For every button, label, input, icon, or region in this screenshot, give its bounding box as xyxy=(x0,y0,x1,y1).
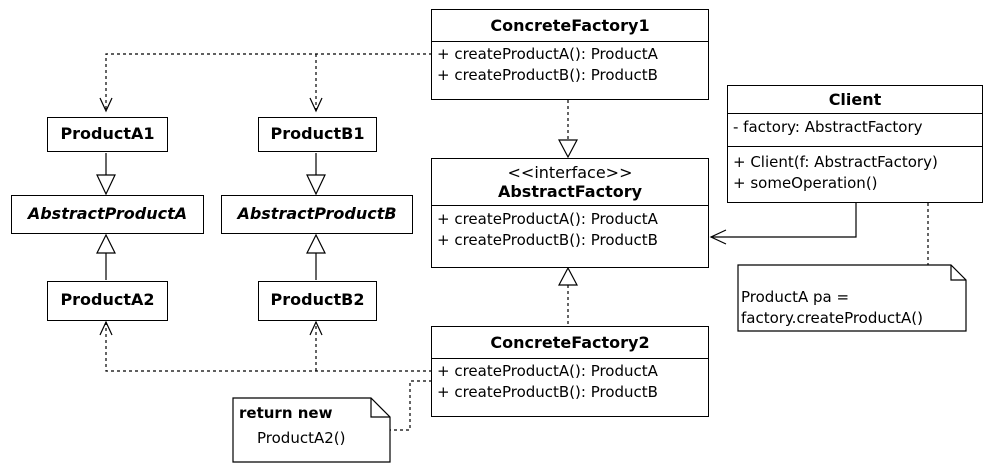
realization-cf1-head xyxy=(558,139,578,159)
client-operations: + Client(f: AbstractFactory) + someOpera… xyxy=(728,146,982,202)
generalization-b2-head xyxy=(306,233,326,254)
abstract-factory-op-2: + createProductB(): ProductB xyxy=(437,231,658,249)
product-a2-class: ProductA2 xyxy=(47,281,168,321)
generalization-a2-head xyxy=(96,233,116,254)
abstract-factory-interface: <<interface>> AbstractFactory + createPr… xyxy=(431,158,709,268)
product-b1-class: ProductB1 xyxy=(258,117,377,152)
concrete-factory1-class: ConcreteFactory1 + createProductA(): Pro… xyxy=(431,9,709,100)
association-arrowhead xyxy=(709,229,727,245)
factory2-note: return new ProductA2() xyxy=(239,403,345,449)
concrete-factory1-op-2: + createProductB(): ProductB xyxy=(437,66,658,84)
product-a1-class: ProductA1 xyxy=(47,117,168,152)
concrete-factory2-operations: + createProductA(): ProductA + createPro… xyxy=(432,358,708,416)
generalization-b1-head xyxy=(306,174,326,196)
concrete-factory1-op-1: + createProductA(): ProductA xyxy=(437,45,658,63)
abstract-factory-name: AbstractFactory xyxy=(497,182,643,201)
dependency-cf1-to-producta1 xyxy=(105,53,432,111)
concrete-factory2-op-2: + createProductB(): ProductB xyxy=(437,383,658,401)
dependency-arrowhead-productb2 xyxy=(309,320,323,336)
dependency-arrowhead-producta1 xyxy=(99,97,113,113)
concrete-factory1-name: ConcreteFactory1 xyxy=(490,16,650,35)
client-attr-1: - factory: AbstractFactory xyxy=(733,118,923,136)
client-note-shape xyxy=(737,264,967,332)
factory2-note-line-1: return new xyxy=(239,404,333,422)
product-b2-class: ProductB2 xyxy=(258,281,377,321)
note-anchor-factory2 xyxy=(390,380,432,431)
factory2-note-shape xyxy=(232,397,391,463)
association-client-to-factory xyxy=(711,203,857,238)
abstract-product-a-class: AbstractProductA xyxy=(11,195,204,234)
generalization-a1-head xyxy=(96,174,116,196)
abstract-factory-operations: + createProductA(): ProductA + createPro… xyxy=(432,205,708,266)
abstract-factory-op-1: + createProductA(): ProductA xyxy=(437,210,658,228)
concrete-factory2-name: ConcreteFactory2 xyxy=(490,333,650,352)
concrete-factory2-op-1: + createProductA(): ProductA xyxy=(437,362,658,380)
concrete-factory2-class: ConcreteFactory2 + createProductA(): Pro… xyxy=(431,326,709,417)
client-note-line-2: factory.createProductA() xyxy=(741,309,923,327)
client-class: Client - factory: AbstractFactory + Clie… xyxy=(727,85,983,203)
abstract-product-b-class: AbstractProductB xyxy=(221,195,413,234)
dependency-arrowhead-producta2 xyxy=(99,320,113,336)
client-attributes: - factory: AbstractFactory xyxy=(728,113,982,146)
factory2-note-fold xyxy=(370,398,390,418)
realization-cf2-head xyxy=(558,266,578,286)
client-name: Client xyxy=(828,90,882,109)
dependency-arrowhead-productb1 xyxy=(309,97,323,113)
client-op-2: + someOperation() xyxy=(733,174,878,192)
client-note-fold xyxy=(950,265,966,281)
client-note-line-1: ProductA pa = xyxy=(741,288,850,306)
concrete-factory1-operations: + createProductA(): ProductA + createPro… xyxy=(432,41,708,99)
client-note: ProductA pa = factory.createProductA() xyxy=(741,287,923,329)
dependency-cf2-to-producta2 xyxy=(105,322,432,372)
client-op-1: + Client(f: AbstractFactory) xyxy=(733,153,938,171)
factory2-note-line-2: ProductA2() xyxy=(257,429,346,447)
abstract-factory-stereotype: <<interface>> xyxy=(507,163,633,182)
